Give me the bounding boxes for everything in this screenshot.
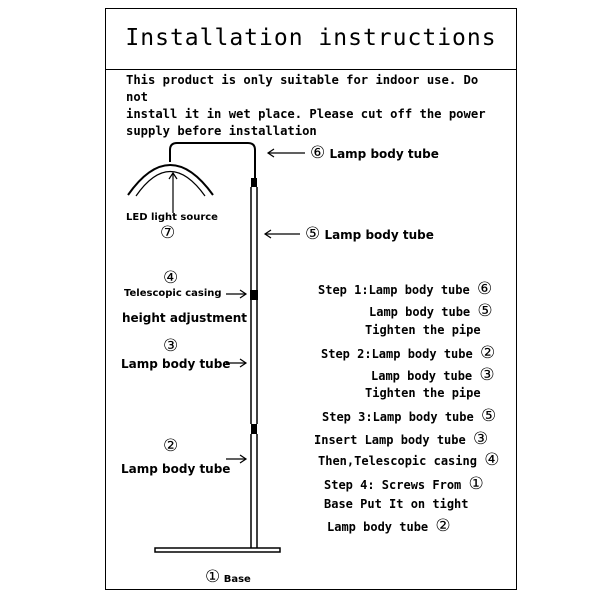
part-number-2: ② [163, 436, 179, 456]
label-part-3: Lamp body tube [121, 357, 231, 371]
part-number-4: ④ [163, 268, 179, 288]
top-bent-tube [169, 142, 256, 178]
step-line-7: Step 3:Lamp body tube ⑤ [322, 406, 497, 426]
step-line-3: Tighten the pipe [365, 323, 481, 337]
step-line-12: Lamp body tube ② [327, 516, 451, 536]
step-line-9: Then,Telescopic casing ④ [318, 450, 500, 470]
title-box: Installation instructions [105, 8, 517, 70]
step-line-5: Lamp body tube ③ [371, 365, 495, 385]
step-line-2: Lamp body tube ⑤ [369, 301, 493, 321]
safety-warning: This product is only suitable for indoor… [126, 73, 486, 138]
part-number-5: ⑤ [305, 224, 321, 244]
step-line-8: Insert Lamp body tube ③ [314, 429, 489, 449]
tube-joint [251, 178, 257, 187]
step-line-4: Step 2:Lamp body tube ② [321, 343, 496, 363]
tube-joint [251, 424, 257, 434]
label-part-4: Telescopic casing [124, 288, 222, 299]
part-number-7: ⑦ [160, 223, 176, 243]
base-plate [154, 547, 281, 553]
label-height-adjustment: height adjustment [122, 311, 247, 325]
step-line-11: Base Put It on tight [324, 497, 469, 511]
page-title: Installation instructions [125, 25, 497, 51]
led-light-source-arc [127, 164, 214, 196]
step-line-10: Step 4: Screws From ① [324, 474, 484, 494]
part-number-1: ① [205, 567, 221, 587]
label-part-6: ⑥ Lamp body tube [310, 143, 439, 163]
part-number-6: ⑥ [310, 143, 326, 163]
part-number-3: ③ [163, 336, 179, 356]
label-part-1: ① Base [205, 567, 251, 587]
step-line-1: Step 1:Lamp body tube ⑥ [318, 279, 493, 299]
telescopic-casing [250, 290, 258, 300]
label-part-2: Lamp body tube [121, 462, 231, 476]
step-line-6: Tighten the pipe [365, 386, 481, 400]
label-part-7: LED light source [126, 212, 218, 223]
label-part-5: ⑤ Lamp body tube [305, 224, 434, 244]
